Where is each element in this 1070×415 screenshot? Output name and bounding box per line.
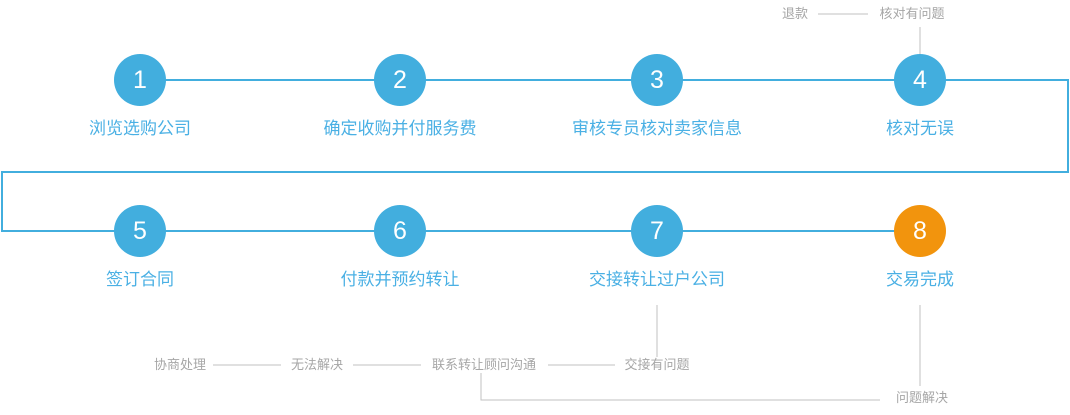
step-label-6: 付款并预约转让	[340, 270, 460, 289]
annotation-verification-problem: 核对有问题	[879, 6, 945, 21]
annotation-contact-advisor: 联系转让顾问沟通	[431, 357, 537, 372]
step-number-8[interactable]: 8	[894, 205, 946, 257]
step-label-2: 确定收购并付服务费	[323, 119, 477, 138]
step-label-7: 交接转让过户公司	[589, 270, 725, 289]
step-number-6[interactable]: 6	[374, 205, 426, 257]
step-number-2[interactable]: 2	[374, 54, 426, 106]
link-4-wrap	[1, 79, 1069, 232]
annotation-negotiate: 协商处理	[153, 357, 207, 372]
step-number-4[interactable]: 4	[894, 54, 946, 106]
step-number-3[interactable]: 3	[631, 54, 683, 106]
step-number-5[interactable]: 5	[114, 205, 166, 257]
step-number-7[interactable]: 7	[631, 205, 683, 257]
step-label-5: 签订合同	[106, 270, 174, 289]
annotation-problem-resolved: 问题解决	[895, 390, 949, 405]
annotation-handover-problem: 交接有问题	[624, 357, 690, 372]
step-number-1[interactable]: 1	[114, 54, 166, 106]
step-label-4: 核对无误	[886, 119, 954, 138]
ann-link-advisor-to-resolved	[480, 373, 880, 401]
step-label-8: 交易完成	[886, 270, 954, 289]
step-label-3: 审核专员核对卖家信息	[572, 119, 742, 138]
step-label-1: 浏览选购公司	[89, 119, 191, 138]
annotation-refund: 退款	[781, 6, 809, 21]
annotation-unresolved: 无法解决	[290, 357, 344, 372]
